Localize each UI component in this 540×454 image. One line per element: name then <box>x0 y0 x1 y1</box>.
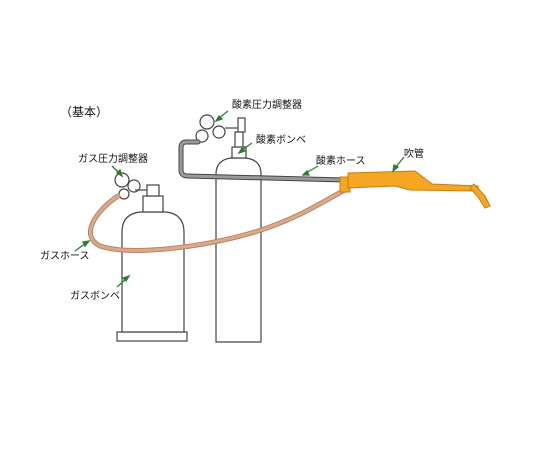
oxygen-cylinder-body <box>215 157 262 343</box>
oxygen-regulator-outlet <box>237 117 246 133</box>
oxygen-regulator-gauge-2 <box>212 125 226 139</box>
gas-cylinder-neck <box>142 195 164 213</box>
arrow-gas-hose <box>74 240 91 252</box>
label-gas-hose: ガスホース <box>40 251 90 262</box>
gas-cylinder-valve <box>146 184 160 197</box>
arrow-gas-regulator <box>111 165 124 178</box>
torch-tip <box>469 183 491 209</box>
arrow-gas-cylinder <box>116 274 131 288</box>
label-gas-cylinder: ガスボンベ <box>70 291 120 302</box>
gas-regulator-gauge-1 <box>114 172 130 188</box>
label-torch: 吹管 <box>404 149 424 160</box>
arrow-oxygen-hose <box>301 165 319 176</box>
torch <box>339 170 491 209</box>
diagram-title: （基本） <box>60 105 109 119</box>
gas-regulator-gauge-2 <box>127 179 141 193</box>
gas-regulator <box>114 172 147 200</box>
arrow-oxygen-cylinder <box>237 142 253 155</box>
gas-cylinder-body <box>121 211 185 333</box>
label-oxygen-cylinder: 酸素ボンベ <box>256 135 306 146</box>
arrow-torch <box>392 156 405 173</box>
gas-regulator-gauge-3 <box>118 188 130 200</box>
arrow-oxygen-regulator <box>214 110 229 123</box>
label-oxygen-hose: 酸素ホース <box>316 156 366 167</box>
label-oxygen-regulator: 酸素圧力調整器 <box>232 100 302 111</box>
gas-cylinder-base <box>116 331 188 342</box>
oxygen-regulator-gauge-1 <box>199 114 215 130</box>
gas-hose <box>88 188 347 252</box>
label-gas-regulator: ガス圧力調整器 <box>78 154 148 165</box>
oxygen-regulator <box>195 114 246 143</box>
gas-cylinder <box>116 184 188 342</box>
oxygen-regulator-gauge-3 <box>195 129 209 143</box>
leader-arrows <box>74 110 405 288</box>
oxygen-cylinder-valve <box>234 131 244 148</box>
oxygen-hose <box>179 140 347 182</box>
torch-body <box>347 170 479 192</box>
